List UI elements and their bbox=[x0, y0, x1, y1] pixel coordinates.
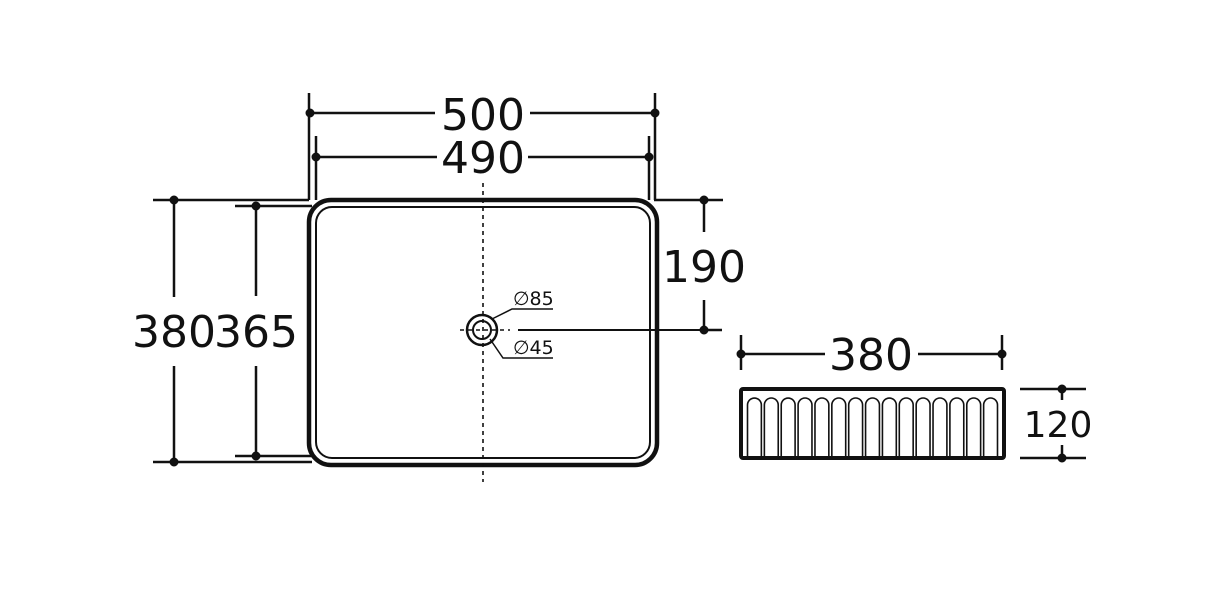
label-190: 190 bbox=[662, 242, 746, 293]
flute bbox=[847, 397, 864, 456]
flute bbox=[763, 397, 780, 456]
flute bbox=[780, 397, 796, 456]
flute bbox=[814, 397, 830, 456]
flute bbox=[864, 397, 881, 456]
label-drain-85: ∅85 bbox=[513, 288, 554, 310]
dim-490 bbox=[311, 136, 654, 200]
flute bbox=[831, 397, 847, 456]
dim-120 bbox=[1020, 384, 1086, 463]
label-365: 365 bbox=[214, 307, 298, 358]
dim-500 bbox=[305, 93, 660, 200]
flute bbox=[932, 397, 948, 456]
flute bbox=[797, 397, 813, 456]
basin-side-view bbox=[739, 387, 1006, 460]
label-380-side: 380 bbox=[829, 330, 913, 381]
dim-380-side bbox=[736, 335, 1007, 370]
dim-365 bbox=[235, 201, 312, 461]
label-120: 120 bbox=[1024, 405, 1093, 446]
label-380-vertical: 380 bbox=[132, 307, 216, 358]
flute bbox=[915, 397, 931, 456]
flute bbox=[965, 397, 982, 456]
flute bbox=[982, 397, 999, 456]
label-drain-45: ∅45 bbox=[513, 337, 554, 359]
flute bbox=[881, 397, 898, 456]
drain-icon bbox=[465, 308, 553, 359]
label-500: 500 bbox=[441, 90, 525, 141]
flute bbox=[898, 397, 914, 456]
flute bbox=[949, 397, 965, 456]
dim-190 bbox=[654, 195, 723, 335]
dim-380-vertical bbox=[153, 195, 312, 467]
label-490: 490 bbox=[441, 133, 525, 184]
flute bbox=[746, 397, 763, 456]
